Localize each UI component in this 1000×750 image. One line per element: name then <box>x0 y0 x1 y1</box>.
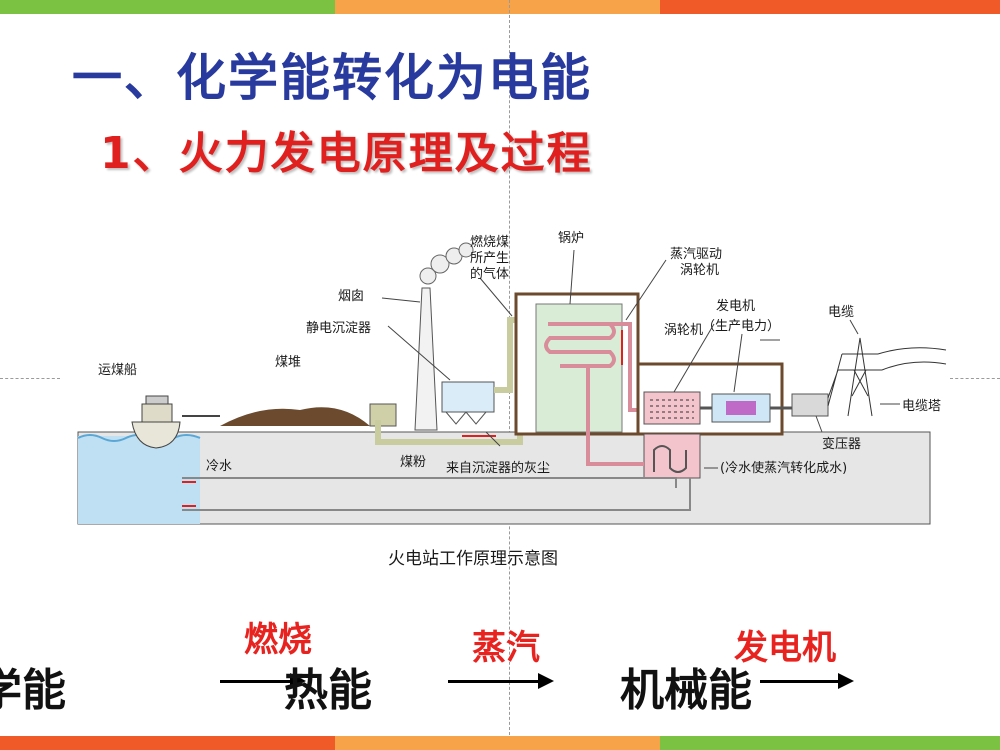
flow-step-heat: 热能 <box>284 665 372 716</box>
coal-ship <box>131 395 220 449</box>
boiler-label: 锅炉 <box>558 230 584 246</box>
water <box>78 436 200 524</box>
flow-process-steam: 蒸汽 <box>472 628 540 668</box>
bottom-color-bar <box>0 736 1000 750</box>
steam-drive-label-1: 蒸汽驱动 <box>670 247 722 262</box>
coal-powder-label: 煤粉 <box>400 455 426 470</box>
precipitator <box>441 381 495 413</box>
tower-label: 电缆塔 <box>902 398 941 414</box>
flow-step-chemical: 学能 <box>0 665 66 716</box>
slide-title: 一、化学能转化为电能 <box>72 49 592 107</box>
center-guide-left <box>0 378 60 379</box>
flow-process-generator: 发电机 <box>734 628 836 668</box>
cable-label: 电缆 <box>828 304 854 320</box>
cable-tower <box>827 337 947 417</box>
generator-label-2: （生产电力） <box>702 319 780 334</box>
power-plant-diagram: 运煤船 煤堆 烟囱 静电沉淀器 燃烧煤 所产生 的气体 锅炉 蒸汽驱动 涡轮机 … <box>77 230 947 569</box>
precipitator-label: 静电沉淀器 <box>306 321 371 336</box>
coal-pile-label: 煤堆 <box>275 355 301 370</box>
generator-label-1: 发电机 <box>716 298 755 314</box>
transformer-label: 变压器 <box>822 436 861 452</box>
coal-pile <box>220 407 370 426</box>
condenser-label: (冷水使蒸汽转化成水) <box>720 460 847 476</box>
ash-label: 来自沉淀器的灰尘 <box>446 460 550 476</box>
flow-process-burn: 燃烧 <box>244 620 312 660</box>
leader-lines <box>381 249 900 469</box>
flow-arrow-2 <box>448 673 554 689</box>
flow-step-mechanical: 机械能 <box>620 665 752 716</box>
flue-gas-label-3: 的气体 <box>470 266 509 282</box>
condenser <box>643 433 701 479</box>
turbine <box>643 391 701 425</box>
flow-arrow-3 <box>760 673 854 689</box>
steam-drive-label-2: 涡轮机 <box>680 263 719 278</box>
slide-subtitle: 1、火力发电原理及过程 <box>100 128 593 179</box>
top-color-bar <box>0 0 1000 14</box>
flue-gas-label-2: 所产生 <box>470 251 509 266</box>
ship-label: 运煤船 <box>98 363 137 378</box>
flue-gas-label-1: 燃烧煤 <box>470 234 509 250</box>
transformer <box>791 393 829 417</box>
diagram-caption: 火电站工作原理示意图 <box>388 549 558 569</box>
flow-arrow-1 <box>220 673 306 689</box>
chimney-label: 烟囱 <box>338 289 364 304</box>
turbine-label: 涡轮机 <box>664 323 703 338</box>
center-guide-right <box>950 378 1000 379</box>
cold-water-label: 冷水 <box>206 459 232 474</box>
